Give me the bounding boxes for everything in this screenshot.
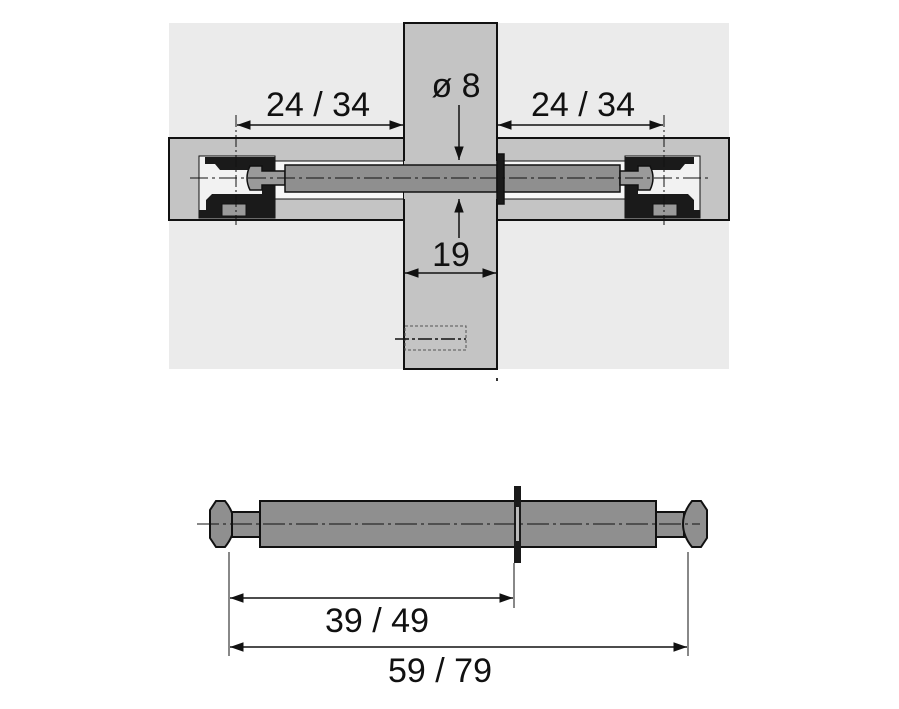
dim-overall-label: 59 / 79 <box>388 652 492 690</box>
washer-slot <box>516 507 519 541</box>
dim-right-label: 24 / 34 <box>531 86 635 124</box>
tick-mark <box>496 378 498 381</box>
hidden-bore <box>404 325 467 351</box>
dim-to-washer-label: 39 / 49 <box>325 602 429 640</box>
assembly-view: 24 / 34 24 / 34 ø 8 19 <box>168 22 730 381</box>
dim-left-label: 24 / 34 <box>266 86 370 124</box>
dim-thickness-label: 19 <box>432 236 470 274</box>
dim-diameter-label: ø 8 <box>431 67 480 105</box>
bolt-body <box>259 500 657 548</box>
